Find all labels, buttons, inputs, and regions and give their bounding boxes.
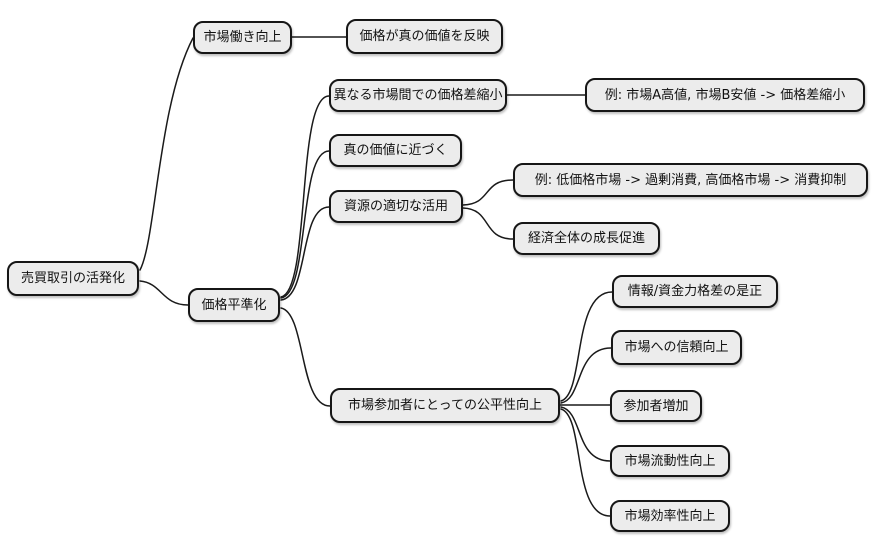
node-market-trust: 市場への信頼向上: [611, 330, 742, 365]
node-info-gap-fix: 情報/資金力格差の是正: [612, 275, 778, 308]
edge-fairness-to-info-gap-fix: [560, 291, 613, 402]
edge-fairness-to-liquidity-up: [560, 406, 611, 462]
edge-price-leveling-to-price-gap: [280, 95, 330, 298]
edge-resource-use-to-economic-growth: [462, 207, 514, 240]
node-efficiency-up: 市場効率性向上: [610, 500, 730, 532]
edge-price-leveling-to-fairness: [280, 307, 331, 407]
node-price-reflect: 価格が真の価値を反映: [346, 19, 503, 54]
node-price-gap: 異なる市場間での価格差縮小: [329, 79, 507, 112]
node-root: 売買取引の活発化: [7, 261, 139, 296]
edge-fairness-to-efficiency-up: [560, 408, 611, 517]
edge-price-leveling-to-resource-use: [280, 206, 330, 301]
edge-price-leveling-to-true-value: [280, 150, 330, 299]
node-resource-use: 資源の適切な活用: [329, 190, 463, 223]
edge-root-to-price-leveling: [139, 280, 189, 306]
node-example-consume: 例: 低価格市場 -> 過剰消費, 高価格市場 -> 消費抑制: [513, 163, 868, 197]
node-economic-growth: 経済全体の成長促進: [513, 222, 660, 255]
node-true-value: 真の価値に近づく: [329, 134, 462, 167]
node-liquidity-up: 市場流動性向上: [610, 445, 730, 477]
node-participants-up: 参加者増加: [610, 390, 702, 422]
edge-root-to-market-function: [139, 37, 194, 271]
node-price-leveling: 価格平準化: [188, 288, 280, 322]
node-fairness: 市場参加者にとっての公平性向上: [330, 388, 560, 423]
node-example-markets: 例: 市場A高値, 市場B安値 -> 価格差縮小: [585, 78, 865, 112]
edge-resource-use-to-example-consume: [462, 179, 514, 206]
edge-fairness-to-market-trust: [560, 347, 612, 404]
node-market-function: 市場働き向上: [193, 21, 292, 54]
